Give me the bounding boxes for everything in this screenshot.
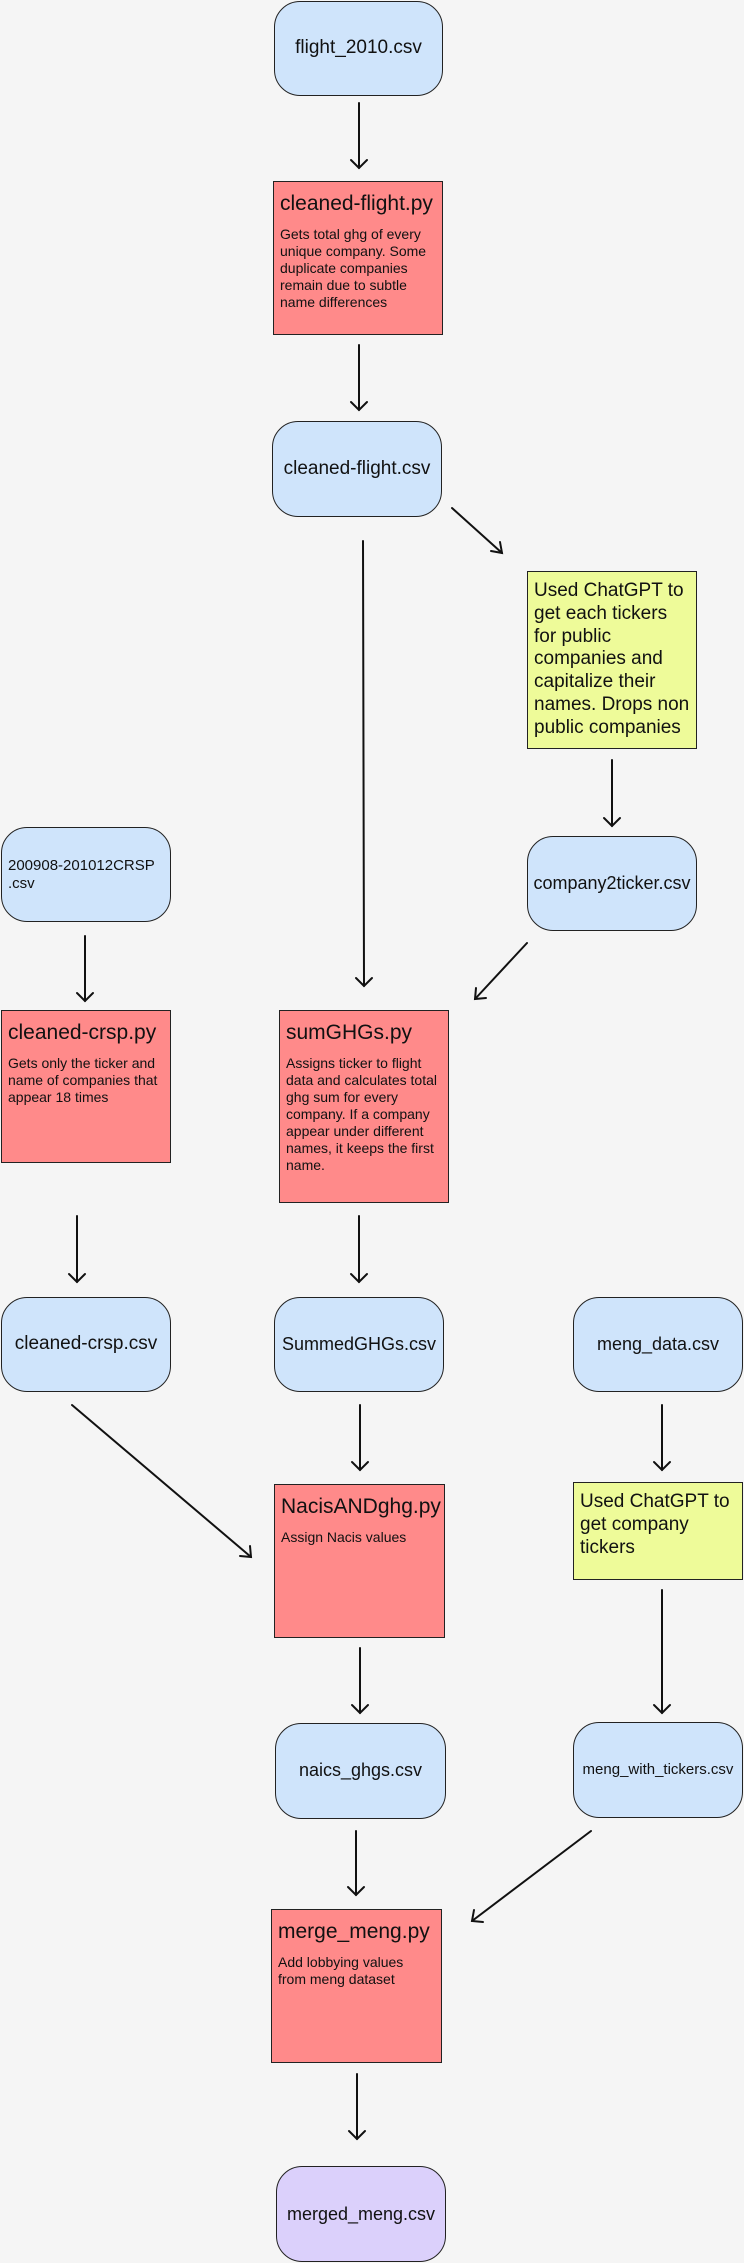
arrow bbox=[347, 1830, 365, 1897]
arrow bbox=[451, 507, 504, 555]
file-label: meng_with_tickers.csv bbox=[582, 1761, 734, 1778]
file-label: naics_ghgs.csv bbox=[298, 1760, 423, 1781]
arrow bbox=[603, 759, 621, 828]
note-chatgpt-tickers: Used ChatGPT to get each tickers for pub… bbox=[527, 571, 697, 749]
arrow bbox=[71, 1404, 253, 1559]
file-merged-meng: merged_meng.csv bbox=[276, 2166, 446, 2262]
arrow bbox=[350, 344, 368, 412]
arrow bbox=[350, 102, 368, 170]
file-naics-ghgs: naics_ghgs.csv bbox=[275, 1723, 446, 1819]
file-company2ticker: company2ticker.csv bbox=[527, 836, 697, 931]
file-label: flight_2010.csv bbox=[295, 37, 422, 59]
arrow bbox=[348, 2073, 366, 2141]
file-label: meng_data.csv bbox=[596, 1333, 720, 1354]
script-title: cleaned-crsp.py bbox=[8, 1021, 157, 1044]
note-chatgpt-company-tickers: Used ChatGPT to get company tickers bbox=[573, 1482, 743, 1580]
arrow bbox=[76, 935, 94, 1003]
file-label: merged_meng.csv bbox=[286, 2203, 436, 2224]
script-title: cleaned-flight.py bbox=[280, 192, 433, 215]
arrow bbox=[653, 1589, 671, 1715]
script-description: Assign Nacis values bbox=[281, 1529, 407, 1545]
file-label: cleaned-flight.csv bbox=[283, 457, 431, 479]
script-description: Add lobbying values from meng dataset bbox=[278, 1954, 404, 1988]
note-text: Used ChatGPT to get each tickers for pub… bbox=[534, 580, 690, 738]
script-cleaned-flight: cleaned-flight.py Gets total ghg of ever… bbox=[273, 181, 443, 335]
arrow bbox=[355, 540, 373, 988]
arrow bbox=[653, 1404, 671, 1472]
arrow bbox=[470, 1830, 592, 1923]
script-description: Gets total ghg of every unique company. … bbox=[280, 226, 427, 311]
file-crsp-raw: 200908-201012CRSP .csv bbox=[1, 827, 171, 922]
script-sumghgs: sumGHGs.py Assigns ticker to flight data… bbox=[279, 1010, 449, 1203]
arrow bbox=[68, 1215, 86, 1284]
file-cleaned-flight: cleaned-flight.csv bbox=[272, 421, 442, 517]
file-flight-2010: flight_2010.csv bbox=[274, 1, 443, 96]
file-label: cleaned-crsp.csv bbox=[14, 1333, 158, 1355]
arrow bbox=[350, 1215, 368, 1284]
file-cleaned-crsp: cleaned-crsp.csv bbox=[1, 1297, 171, 1392]
script-description: Gets only the ticker and name of compani… bbox=[8, 1055, 158, 1106]
script-nacis-and-ghg: NacisANDghg.py Assign Nacis values bbox=[274, 1484, 445, 1638]
script-title: sumGHGs.py bbox=[286, 1021, 413, 1044]
file-meng-with-tickers: meng_with_tickers.csv bbox=[573, 1722, 743, 1818]
script-title: NacisANDghg.py bbox=[281, 1495, 441, 1518]
arrow bbox=[351, 1404, 369, 1472]
file-label: 200908-201012CRSP .csv bbox=[8, 856, 155, 892]
file-meng-data: meng_data.csv bbox=[573, 1297, 743, 1392]
arrow bbox=[473, 942, 528, 1001]
file-label: company2ticker.csv bbox=[533, 872, 691, 893]
note-text: Used ChatGPT to get company tickers bbox=[580, 1491, 730, 1558]
script-description: Assigns ticker to flight data and calcul… bbox=[286, 1055, 437, 1174]
arrow bbox=[351, 1647, 369, 1715]
script-title: merge_meng.py bbox=[278, 1920, 430, 1943]
file-summed-ghgs: SummedGHGs.csv bbox=[274, 1297, 444, 1392]
file-label: SummedGHGs.csv bbox=[281, 1333, 437, 1354]
script-cleaned-crsp: cleaned-crsp.py Gets only the ticker and… bbox=[1, 1010, 171, 1163]
script-merge-meng: merge_meng.py Add lobbying values from m… bbox=[271, 1909, 442, 2063]
